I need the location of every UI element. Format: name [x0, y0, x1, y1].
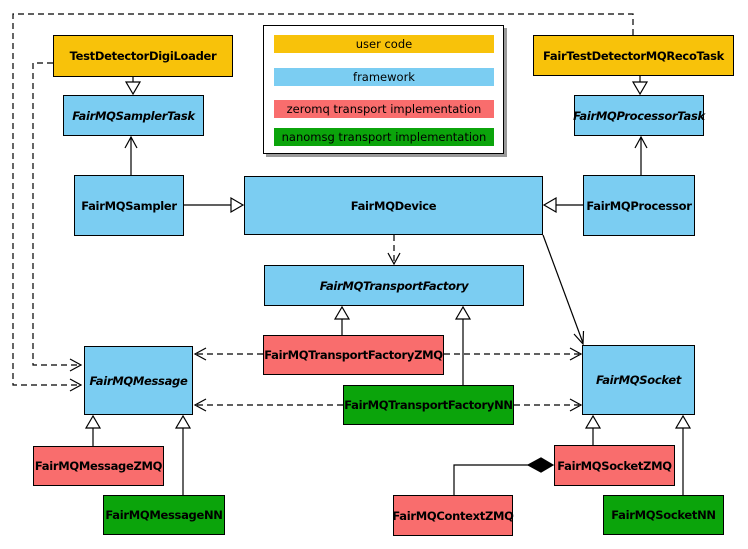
edge-dep-factorynn-socket: [514, 398, 583, 412]
node-fairmqsamplertask: FairMQSamplerTask: [63, 95, 204, 136]
edge-inh-messagezmq-message: [84, 414, 102, 446]
edge-inh-processor-device: [542, 196, 583, 214]
node-fairmqtransportfactorynn: FairMQTransportFactoryNN: [343, 385, 514, 425]
node-fairmqsocketnn: FairMQSocketNN: [603, 495, 724, 535]
edge-inh-socketnn-socket: [674, 414, 692, 495]
edge-inh-recotask-processortask: [631, 76, 649, 96]
edge-dep-factoryzmq-socket: [444, 347, 583, 361]
edge-assoc-processor-processortask: [634, 135, 648, 175]
edge-inh-factorynn-factory: [454, 305, 472, 386]
edge-assoc-device-socket: [542, 234, 585, 346]
legend-item-nanomsg: nanomsg transport implementation: [274, 128, 494, 146]
node-fairtestdetectormqrecotask: FairTestDetectorMQRecoTask: [533, 35, 734, 76]
edge-dep-recotask-message: [12, 13, 634, 392]
node-fairmqprocessor: FairMQProcessor: [583, 175, 695, 236]
node-fairmqsocket: FairMQSocket: [582, 345, 695, 415]
legend: user code framework zeromq transport imp…: [263, 25, 504, 154]
node-fairmqmessagenn: FairMQMessageNN: [103, 495, 225, 535]
legend-item-zeromq: zeromq transport implementation: [274, 100, 494, 118]
edge-dep-factoryzmq-message: [193, 347, 263, 361]
edge-dep-factorynn-message: [193, 398, 343, 412]
edge-inh-sampler-device: [184, 196, 245, 214]
edge-assoc-sampler-samplertask: [124, 135, 138, 175]
node-fairmqtransportfactoryzmq: FairMQTransportFactoryZMQ: [263, 335, 444, 375]
edge-dep-device-transportfactory: [387, 235, 401, 266]
node-fairmqprocessortask: FairMQProcessorTask: [573, 95, 705, 136]
edge-inh-factoryzmq-factory: [333, 305, 351, 335]
node-fairmqmessage: FairMQMessage: [84, 346, 193, 415]
edge-inh-digiloader-samplertask: [124, 77, 142, 96]
node-fairmqmessagezmq: FairMQMessageZMQ: [33, 446, 164, 486]
legend-item-user-code: user code: [274, 35, 494, 53]
legend-item-framework: framework: [274, 68, 494, 86]
edge-comp-contextzmq-socketzmq: [453, 457, 555, 495]
node-fairmqsocketzmq: FairMQSocketZMQ: [554, 445, 675, 486]
edge-inh-messagenn-message: [174, 414, 192, 495]
node-fairmqsampler: FairMQSampler: [74, 175, 184, 236]
node-fairmqcontextzmq: FairMQContextZMQ: [392, 495, 514, 536]
node-fairmqtransportfactory: FairMQTransportFactory: [264, 265, 524, 306]
edge-dep-digiloader-message: [32, 62, 83, 372]
node-testdetectordigiloader: TestDetectorDigiLoader: [53, 35, 233, 77]
node-fairmqdevice: FairMQDevice: [244, 176, 543, 235]
edge-inh-socketzmq-socket: [584, 414, 602, 445]
